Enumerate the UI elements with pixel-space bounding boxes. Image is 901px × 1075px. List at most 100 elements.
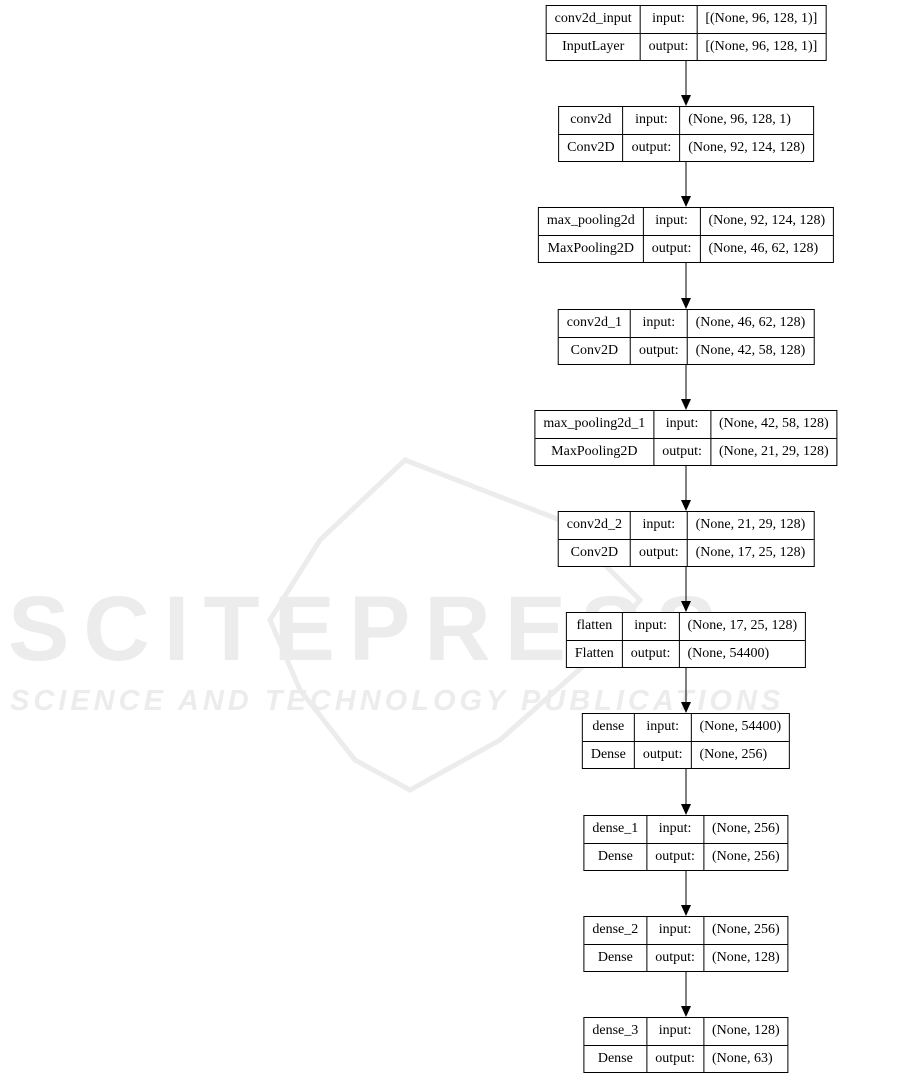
input-shape: (None, 21, 29, 128) xyxy=(686,512,814,540)
output-label: output: xyxy=(633,740,692,768)
output-label: output: xyxy=(642,234,701,262)
input-label: input: xyxy=(642,208,701,236)
input-label: input: xyxy=(639,6,698,34)
input-label: input: xyxy=(633,714,692,742)
output-shape: (None, 46, 62, 128) xyxy=(699,234,834,262)
output-label: output: xyxy=(629,538,688,566)
layer-name: max_pooling2d_1 xyxy=(535,411,655,439)
input-label: input: xyxy=(653,411,711,439)
input-shape: (None, 256) xyxy=(702,917,788,945)
output-shape: (None, 128) xyxy=(702,943,788,971)
input-label: input: xyxy=(646,917,704,945)
input-label: input: xyxy=(646,816,704,844)
input-shape: [(None, 96, 128, 1)] xyxy=(696,6,826,34)
layer-type: MaxPooling2D xyxy=(535,437,655,465)
input-shape: (None, 17, 25, 128) xyxy=(678,613,806,641)
input-label: input: xyxy=(629,512,688,540)
input-shape: (None, 96, 128, 1) xyxy=(679,107,813,135)
output-shape: (None, 256) xyxy=(702,842,788,870)
output-shape: (None, 54400) xyxy=(678,639,806,667)
input-shape: (None, 128) xyxy=(702,1018,788,1046)
output-label: output: xyxy=(646,842,704,870)
input-label: input: xyxy=(646,1018,704,1046)
input-label: input: xyxy=(629,310,688,338)
layer-type: Dense xyxy=(584,842,648,870)
layer-type: Conv2D xyxy=(559,133,624,161)
output-shape: (None, 92, 124, 128) xyxy=(679,133,813,161)
layer-name: conv2d_2 xyxy=(558,512,631,540)
layer-type: Conv2D xyxy=(558,538,631,566)
output-shape: (None, 42, 58, 128) xyxy=(686,336,814,364)
output-label: output: xyxy=(639,32,698,60)
output-label: output: xyxy=(646,1044,704,1072)
layer-type: Dense xyxy=(582,740,635,768)
input-shape: (None, 46, 62, 128) xyxy=(686,310,814,338)
output-label: output: xyxy=(646,943,704,971)
input-label: input: xyxy=(621,613,680,641)
input-shape: (None, 92, 124, 128) xyxy=(699,208,834,236)
input-label: input: xyxy=(622,107,681,135)
output-label: output: xyxy=(653,437,711,465)
output-shape: (None, 21, 29, 128) xyxy=(709,437,837,465)
layer-name: conv2d xyxy=(559,107,624,135)
input-shape: (None, 256) xyxy=(702,816,788,844)
layer-name: flatten xyxy=(566,613,623,641)
output-shape: (None, 63) xyxy=(702,1044,788,1072)
output-label: output: xyxy=(622,133,681,161)
layer-type: InputLayer xyxy=(546,32,641,60)
output-label: output: xyxy=(629,336,688,364)
output-shape: (None, 256) xyxy=(690,740,790,768)
layer-name: conv2d_input xyxy=(546,6,641,34)
layer-type: Dense xyxy=(584,943,648,971)
layer-type: Conv2D xyxy=(558,336,631,364)
layer-name: dense_3 xyxy=(584,1018,648,1046)
layer-type: Flatten xyxy=(566,639,623,667)
layer-type: Dense xyxy=(584,1044,648,1072)
output-shape: [(None, 96, 128, 1)] xyxy=(696,32,826,60)
layer-name: dense_2 xyxy=(584,917,648,945)
layer-type: MaxPooling2D xyxy=(538,234,644,262)
